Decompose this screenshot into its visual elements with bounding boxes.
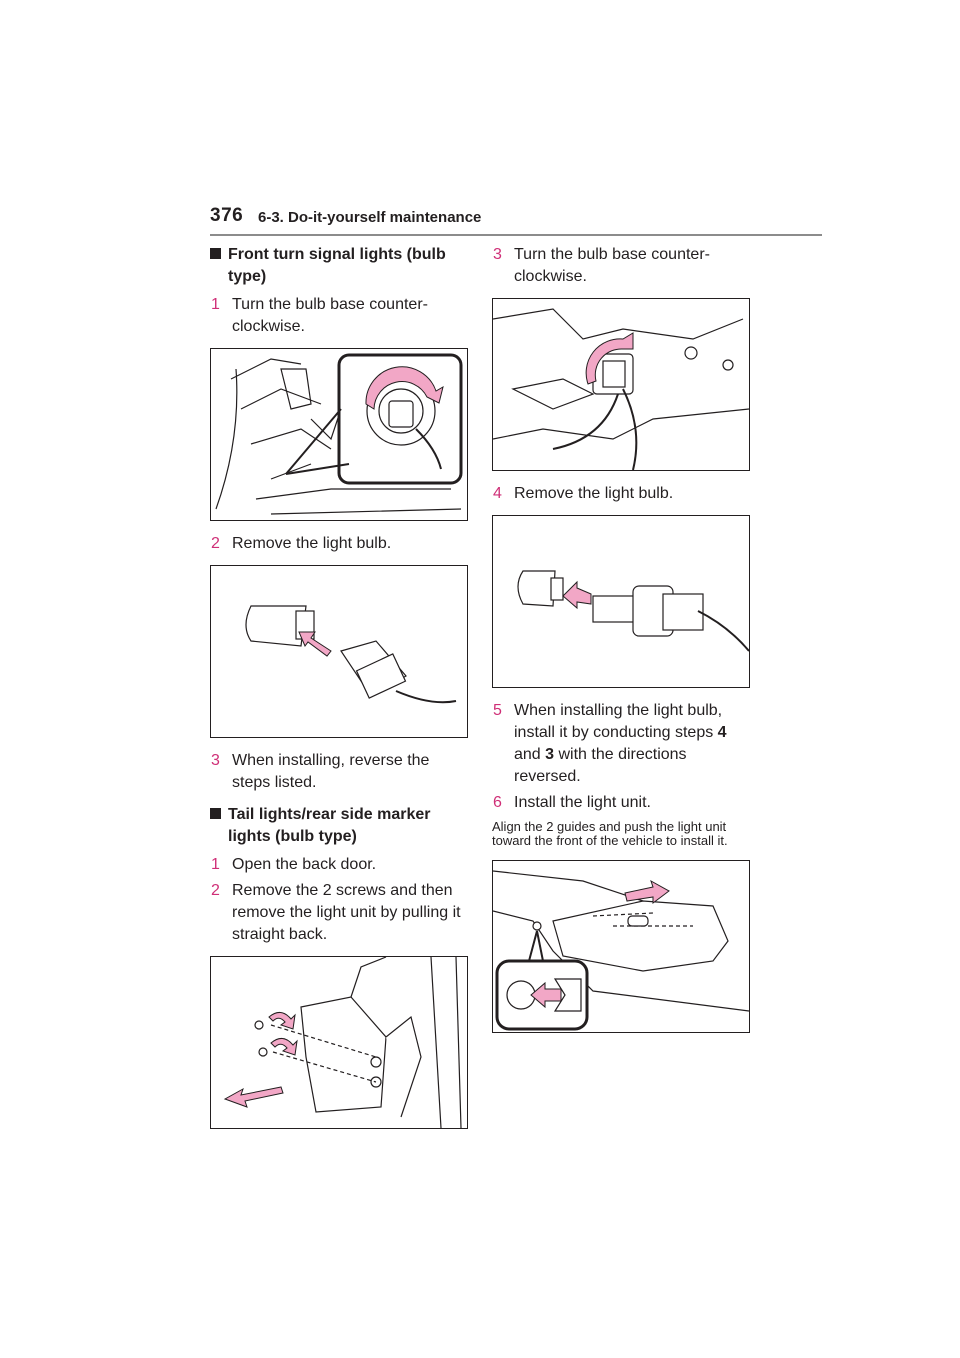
step-3-right: 3 Turn the bulb base counter-clockwise. bbox=[492, 244, 752, 288]
step-number: 4 bbox=[493, 485, 502, 502]
heading-tail-lights: Tail lights/rear side marker lights (bul… bbox=[210, 804, 470, 848]
step-number: 1 bbox=[211, 296, 220, 313]
step-number: 3 bbox=[211, 752, 220, 769]
step-text: When installing the light bulb, install … bbox=[514, 702, 727, 785]
step-5: 5 When installing the light bulb, instal… bbox=[492, 700, 752, 788]
figure-install-light-unit bbox=[492, 860, 750, 1033]
page-number: 376 bbox=[210, 205, 244, 226]
left-column: Front turn signal lights (bulb type) 1 T… bbox=[210, 244, 470, 1141]
step-number: 2 bbox=[211, 882, 220, 899]
figure-remove-bulb-rear bbox=[492, 515, 750, 688]
figure-remove-tail-light-screws bbox=[210, 956, 468, 1129]
step-2: 2 Remove the light bulb. bbox=[210, 533, 470, 555]
page-header: 376 6-3. Do-it-yourself maintenance bbox=[210, 205, 822, 237]
step-text: Remove the light bulb. bbox=[232, 535, 392, 552]
square-bullet-icon bbox=[210, 248, 221, 259]
step-text: Remove the 2 screws and then remove the … bbox=[232, 882, 461, 943]
step-text: Remove the light bulb. bbox=[514, 485, 674, 502]
step-text: Turn the bulb base counter-clockwise. bbox=[514, 246, 710, 285]
step-number: 5 bbox=[493, 702, 502, 719]
step-number: 1 bbox=[211, 856, 220, 873]
header-rule bbox=[210, 234, 822, 236]
tail-step-1: 1 Open the back door. bbox=[210, 854, 470, 876]
step-3: 3 When installing, reverse the steps lis… bbox=[210, 750, 470, 794]
right-column: 3 Turn the bulb base counter-clockwise. … bbox=[492, 244, 752, 1045]
section-title: 6-3. Do-it-yourself maintenance bbox=[258, 209, 482, 226]
step-6: 6 Install the light unit. bbox=[492, 792, 752, 814]
figure-bulb-base-turn-rear bbox=[492, 298, 750, 471]
figure-bulb-base-turn-front bbox=[210, 348, 468, 521]
step-text: When installing, reverse the steps liste… bbox=[232, 752, 430, 791]
step-number: 2 bbox=[211, 535, 220, 552]
step-text: Install the light unit. bbox=[514, 794, 651, 811]
step-text: Turn the bulb base counter-clockwise. bbox=[232, 296, 428, 335]
step-4: 4 Remove the light bulb. bbox=[492, 483, 752, 505]
tail-step-2: 2 Remove the 2 screws and then remove th… bbox=[210, 880, 470, 946]
square-bullet-icon bbox=[210, 808, 221, 819]
step-1: 1 Turn the bulb base counter-clockwise. bbox=[210, 294, 470, 338]
step-number: 6 bbox=[493, 794, 502, 811]
figure-remove-bulb-front bbox=[210, 565, 468, 738]
note-text: Align the 2 guides and push the light un… bbox=[492, 819, 728, 848]
step-text: Open the back door. bbox=[232, 856, 377, 873]
heading-front-turn-signal: Front turn signal lights (bulb type) bbox=[210, 244, 470, 288]
step-number: 3 bbox=[493, 246, 502, 263]
